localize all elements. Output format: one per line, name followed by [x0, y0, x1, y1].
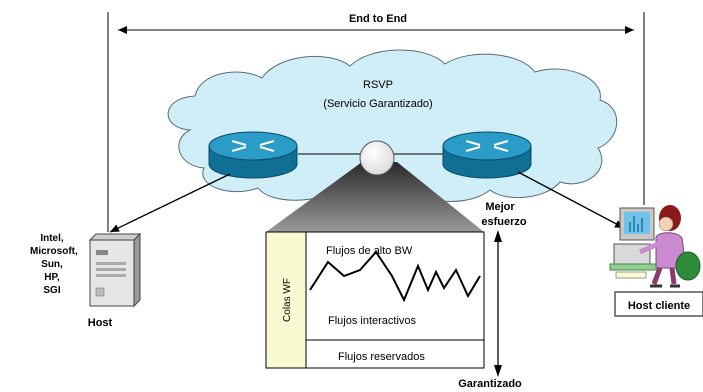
- zoom-bubble: [359, 140, 395, 176]
- cloud-title: RSVP: [363, 79, 393, 91]
- queue-high-bw: Flujos de alto BW: [326, 245, 413, 257]
- host-client-label-box: [614, 291, 703, 317]
- host-client-label: Host cliente: [628, 300, 690, 312]
- host-label: Host: [88, 317, 113, 329]
- queue-reserved: Flujos reservados: [338, 351, 425, 363]
- queue-box: [265, 231, 485, 369]
- router-right: [442, 131, 532, 179]
- router-left: [208, 131, 298, 179]
- queue-side-label: Colas WF: [282, 278, 293, 322]
- queue-interactive: Flujos interactivos: [328, 315, 417, 327]
- link-client: [517, 171, 625, 229]
- host-vendors: Intel, Microsoft, Sun, HP, SGI: [30, 232, 78, 297]
- scale-top-line1: Mejor: [485, 201, 515, 213]
- vendor-item: HP,: [44, 272, 60, 283]
- cloud-subtitle: (Servicio Garantizado): [323, 98, 432, 110]
- vendor-item: Sun,: [41, 259, 63, 270]
- vendor-item: Intel,: [40, 233, 64, 244]
- host-client-icon: [609, 205, 701, 288]
- link-host: [109, 173, 231, 233]
- traffic-line: [309, 250, 481, 303]
- scale-bottom: Garantizado: [458, 378, 522, 390]
- zoom-beam: [266, 162, 484, 232]
- service-scale-arrow: [494, 230, 502, 377]
- end-to-end-label: End to End: [349, 13, 407, 25]
- vendor-item: Microsoft,: [30, 246, 78, 257]
- host-server-icon: [88, 232, 142, 308]
- end-to-end-bracket: [107, 12, 645, 232]
- scale-top-line2: esfuerzo: [481, 216, 527, 228]
- vendor-item: SGI: [43, 285, 61, 296]
